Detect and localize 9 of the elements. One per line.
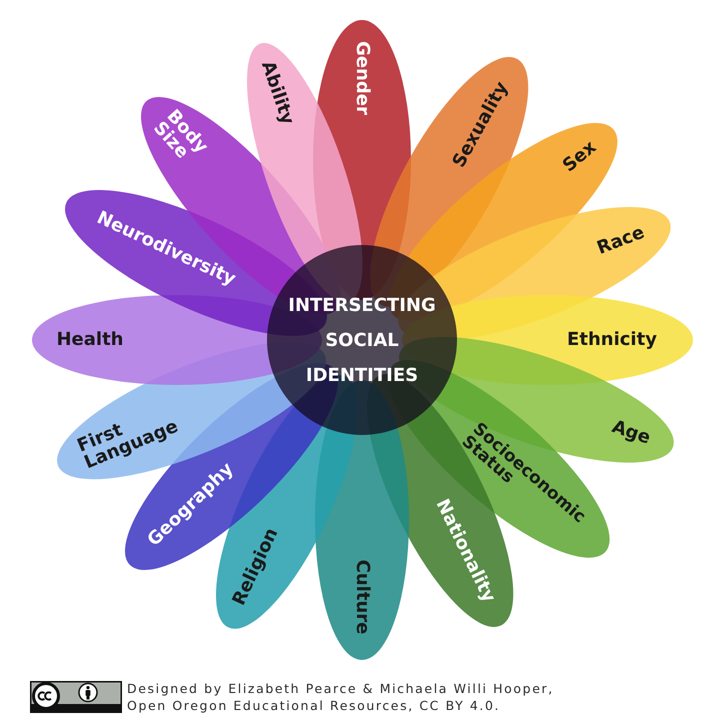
credit-text: Designed by Elizabeth Pearce & Michaela Willi Hooper, Open Oregon Educational Resources, CC BY 4.0.	[127, 680, 555, 714]
petal-label: Health	[56, 330, 124, 350]
petal-label: Gender	[352, 41, 372, 115]
petal-label: Age	[610, 418, 653, 448]
hub-label: INTERSECTING SOCIAL IDENTITIES	[287, 294, 437, 388]
petal-label: Sex	[560, 138, 600, 176]
petal-label: Race	[594, 223, 647, 258]
petal-label: Culture	[352, 560, 372, 634]
petal-label: Ethnicity	[567, 330, 657, 350]
